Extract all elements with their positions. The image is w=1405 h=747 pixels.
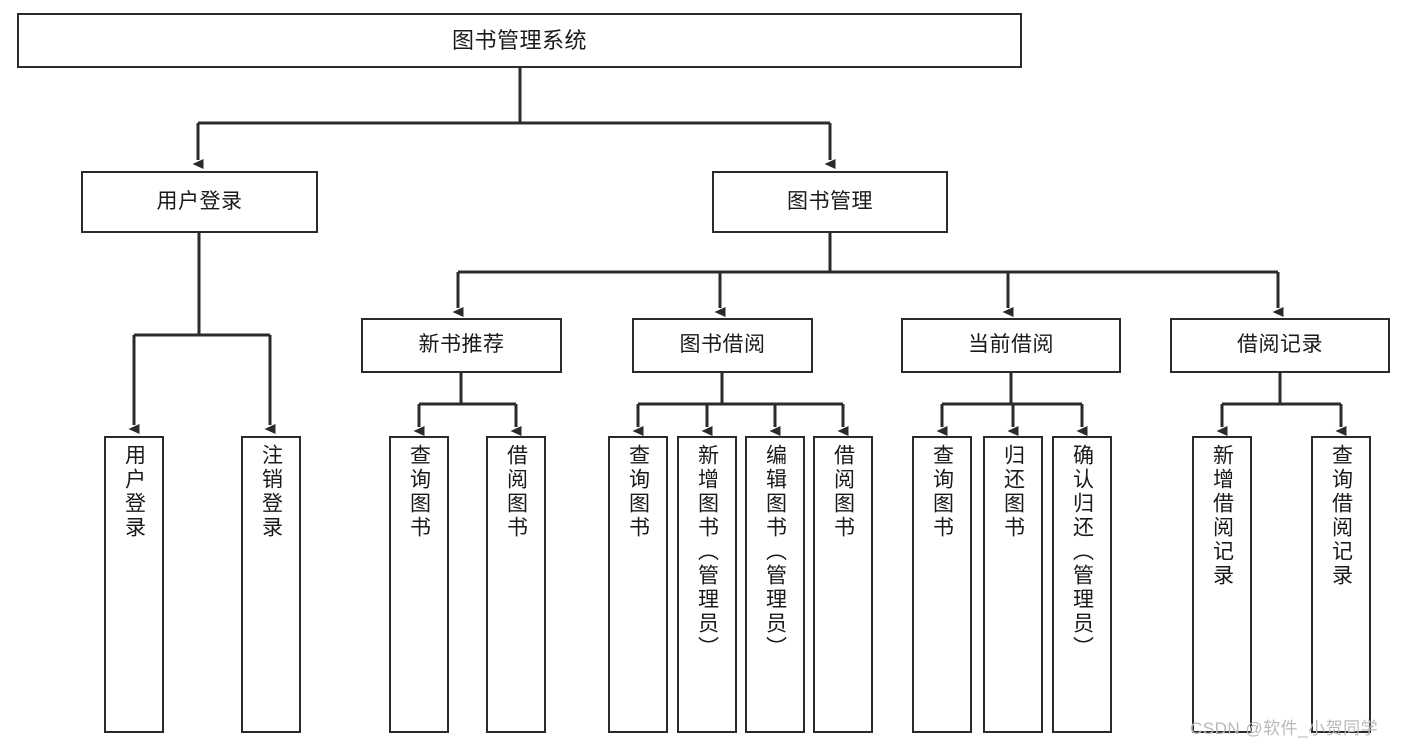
node-leaf-query-book-borrow[interactable]: 查询图书 [608,436,668,733]
node-leaf-borrow-book-recommend-label: 借阅图书 [504,444,528,540]
node-root-label: 图书管理系统 [451,27,587,53]
node-leaf-borrow-book-label: 借阅图书 [831,444,855,540]
node-leaf-logout-login-label: 注销登录 [259,444,283,540]
node-new-book-recommend[interactable]: 新书推荐 [361,318,562,373]
node-leaf-logout-login[interactable]: 注销登录 [241,436,301,733]
node-leaf-confirm-return-admin[interactable]: 确认归还（管理员） [1052,436,1112,733]
node-book-management[interactable]: 图书管理 [712,171,948,233]
node-leaf-add-book-admin-label: 新增图书（管理员） [695,444,719,660]
node-user-login[interactable]: 用户登录 [81,171,318,233]
node-leaf-add-borrow-record-label: 新增借阅记录 [1210,444,1234,588]
node-leaf-borrow-book[interactable]: 借阅图书 [813,436,873,733]
node-current-borrow-label: 当前借阅 [968,333,1054,357]
node-leaf-query-book-current-label: 查询图书 [930,444,954,540]
node-leaf-user-login[interactable]: 用户登录 [104,436,164,733]
node-leaf-return-book-label: 归还图书 [1001,444,1025,540]
csdn-watermark: CSDN @软件_小贺同学 [1190,719,1379,738]
node-user-login-label: 用户登录 [156,189,243,213]
node-new-book-recommend-label: 新书推荐 [418,333,505,357]
node-leaf-borrow-book-recommend[interactable]: 借阅图书 [486,436,546,733]
node-current-borrow[interactable]: 当前借阅 [901,318,1121,373]
node-leaf-edit-book-admin-label: 编辑图书（管理员） [763,444,787,660]
node-book-management-label: 图书管理 [787,189,873,213]
node-leaf-query-borrow-record[interactable]: 查询借阅记录 [1311,436,1371,733]
node-leaf-query-book-recommend-label: 查询图书 [407,444,431,540]
node-book-borrow-label: 图书借阅 [679,333,766,357]
node-leaf-add-book-admin[interactable]: 新增图书（管理员） [677,436,737,733]
node-leaf-edit-book-admin[interactable]: 编辑图书（管理员） [745,436,805,733]
node-borrow-record[interactable]: 借阅记录 [1170,318,1390,373]
node-leaf-add-borrow-record[interactable]: 新增借阅记录 [1192,436,1252,733]
node-leaf-return-book[interactable]: 归还图书 [983,436,1043,733]
node-leaf-query-borrow-record-label: 查询借阅记录 [1329,444,1353,588]
node-book-borrow[interactable]: 图书借阅 [632,318,813,373]
node-leaf-query-book-recommend[interactable]: 查询图书 [389,436,449,733]
node-leaf-confirm-return-admin-label: 确认归还（管理员） [1070,444,1094,660]
node-leaf-query-book-current[interactable]: 查询图书 [912,436,972,733]
node-root[interactable]: 图书管理系统 [17,13,1022,68]
node-leaf-query-book-borrow-label: 查询图书 [626,444,650,540]
node-borrow-record-label: 借阅记录 [1237,333,1323,357]
node-leaf-user-login-label: 用户登录 [122,444,146,540]
